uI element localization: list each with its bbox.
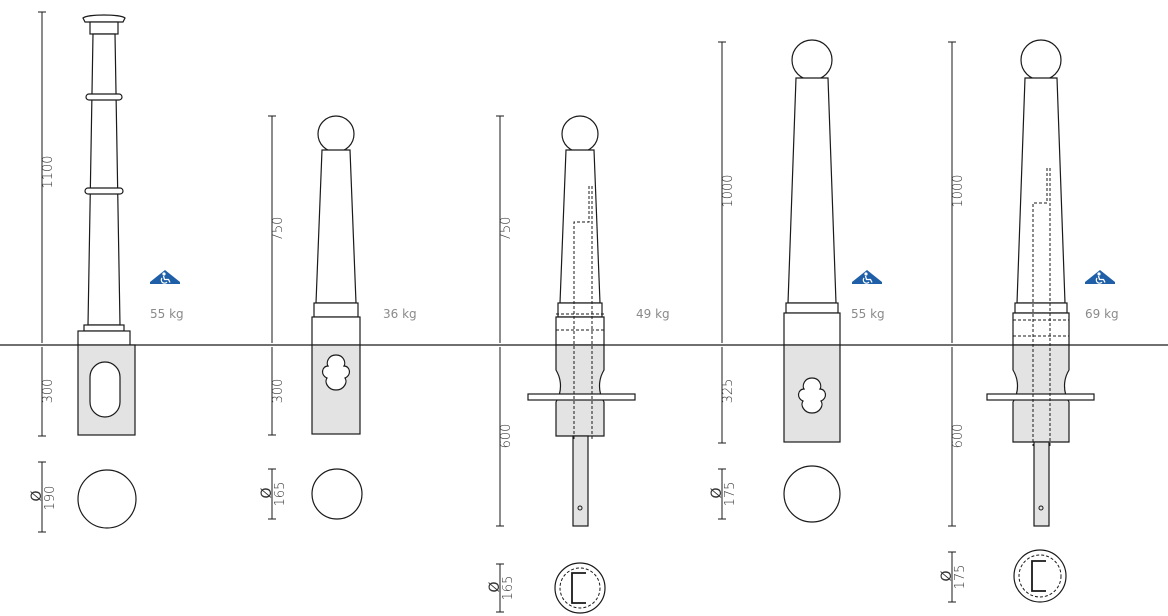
base-circle-1	[77, 469, 137, 529]
diameter-label-5: 175	[953, 565, 968, 590]
bollard-2	[268, 115, 363, 520]
diameter-label-2: 165	[273, 482, 288, 507]
diameter-symbol-2: Ø	[259, 487, 275, 498]
depth-label-1: 300	[41, 379, 56, 404]
diameter-symbol-4: Ø	[709, 487, 725, 498]
diameter-symbol-1: Ø	[29, 490, 45, 501]
diameter-label-4: 175	[723, 482, 738, 507]
height-label-3: 750	[499, 217, 514, 242]
diameter-symbol-3: Ø	[487, 581, 503, 592]
diameter-label-3: 165	[501, 576, 516, 601]
depth-label-4: 325	[721, 379, 736, 404]
depth-label-5: 600	[951, 424, 966, 449]
depth-label-2: 300	[271, 379, 286, 404]
diameter-label-1: 190	[43, 486, 58, 511]
bollard-4	[718, 39, 883, 523]
height-label-4: 1000	[721, 174, 736, 207]
bollard-3	[496, 115, 636, 614]
bollard-5	[948, 39, 1116, 603]
weight-label-5: 69 kg	[1085, 307, 1119, 321]
base-circle-4	[783, 465, 841, 523]
weight-label-3: 49 kg	[636, 307, 670, 321]
weight-label-2: 36 kg	[383, 307, 417, 321]
height-label-1: 1100	[41, 155, 56, 188]
depth-label-3: 600	[499, 424, 514, 449]
wheelchair-icon	[1084, 269, 1116, 285]
bollard-1	[38, 11, 181, 533]
height-label-5: 1000	[951, 174, 966, 207]
height-label-2: 750	[271, 217, 286, 242]
base-circle-2	[311, 468, 363, 520]
wheelchair-icon	[149, 269, 181, 285]
weight-label-4: 55 kg	[851, 307, 885, 321]
wheelchair-icon	[851, 269, 883, 285]
weight-label-1: 55 kg	[150, 307, 184, 321]
diameter-symbol-5: Ø	[939, 570, 955, 581]
